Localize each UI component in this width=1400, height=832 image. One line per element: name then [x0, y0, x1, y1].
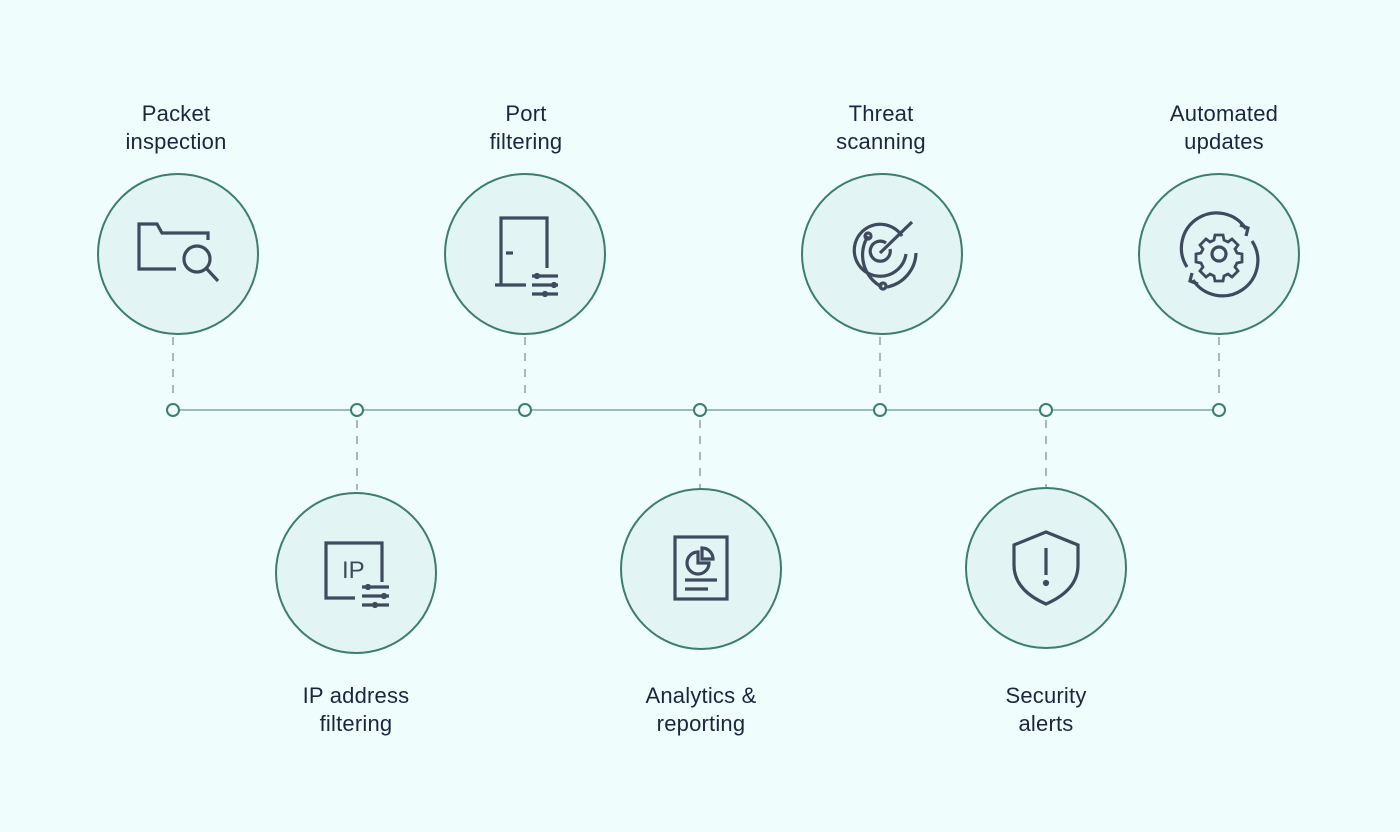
connectors — [172, 337, 1220, 490]
label-ip-address-filtering: IP address filtering — [236, 682, 476, 738]
label-line: Security — [1005, 683, 1087, 708]
label-line: inspection — [125, 129, 227, 154]
ip-icon-text: IP — [342, 557, 365, 584]
step-circle-packet-inspection — [97, 173, 259, 335]
label-line: IP address — [302, 683, 410, 708]
label-line: Threat — [848, 101, 914, 126]
label-automated-updates: Automated updates — [1104, 100, 1344, 156]
timeline-dot — [518, 403, 532, 417]
timeline-dot — [350, 403, 364, 417]
label-security-alerts: Security alerts — [926, 682, 1166, 738]
label-line: Automated — [1169, 101, 1279, 126]
door-filter-icon — [495, 216, 558, 298]
step-circle-port-filtering — [444, 173, 606, 335]
label-threat-scanning: Threat scanning — [761, 100, 1001, 156]
timeline-dot — [166, 403, 180, 417]
timeline-dot — [693, 403, 707, 417]
label-line: reporting — [656, 711, 746, 736]
label-packet-inspection: Packet inspection — [56, 100, 296, 156]
step-circle-ip-filtering — [275, 492, 437, 654]
step-circle-analytics — [620, 488, 782, 650]
report-chart-icon — [673, 535, 729, 601]
label-line: filtering — [489, 129, 563, 154]
label-line: scanning — [836, 129, 926, 154]
timeline-dot — [1212, 403, 1226, 417]
step-circle-automated-updates — [1138, 173, 1300, 335]
label-line: alerts — [1018, 711, 1074, 736]
label-line: filtering — [319, 711, 393, 736]
label-analytics-reporting: Analytics & reporting — [581, 682, 821, 738]
label-line: Port — [505, 101, 547, 126]
radar-icon — [852, 220, 918, 291]
timeline-dot — [1039, 403, 1053, 417]
label-line: Analytics & — [645, 683, 757, 708]
step-circle-threat-scanning — [801, 173, 963, 335]
folder-search-icon — [137, 222, 220, 283]
label-line: updates — [1184, 129, 1264, 154]
gear-refresh-icon — [1179, 211, 1260, 298]
label-line: Packet — [141, 101, 211, 126]
timeline-dot — [873, 403, 887, 417]
shield-alert-icon — [1012, 530, 1080, 606]
label-port-filtering: Port filtering — [406, 100, 646, 156]
ip-filter-icon: IP — [324, 541, 389, 609]
